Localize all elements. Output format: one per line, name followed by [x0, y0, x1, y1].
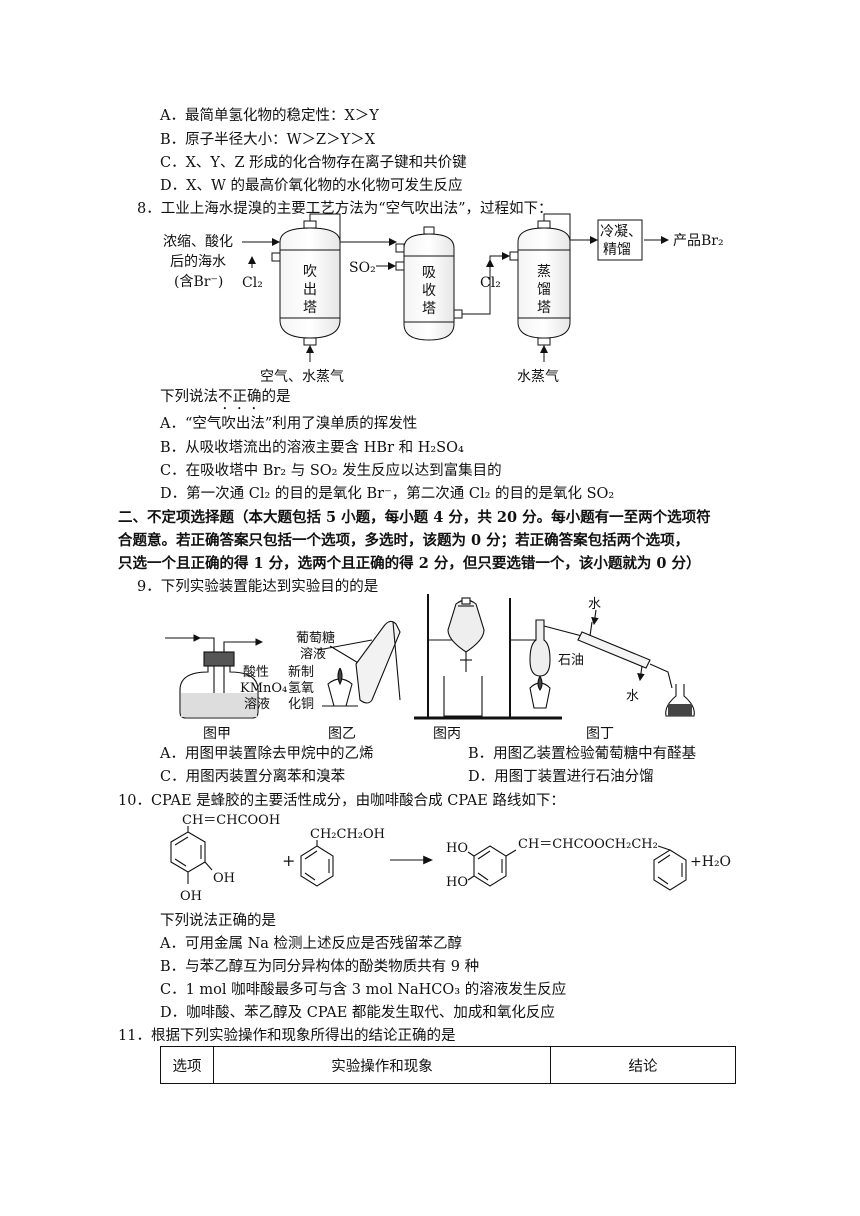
- tower3-char-1: 蒸: [537, 264, 551, 280]
- chlorine-label-2: Cl₂: [480, 275, 501, 291]
- jia-caption: 图甲: [203, 726, 231, 742]
- condenser-box: [597, 219, 643, 261]
- q9-stem: 9．下列实验装置能达到实验目的的是: [137, 579, 379, 595]
- cpae-ho-2: HO: [446, 875, 468, 890]
- steam-label: 水蒸气: [517, 369, 559, 385]
- q8-option-b: B．从吸收塔流出的溶液主要含 HBr 和 H₂SO₄: [160, 440, 464, 456]
- q8-option-a: A．“空气吹出法”利用了溴单质的挥发性: [160, 416, 418, 432]
- q8-prompt-pre: 下列说法: [160, 389, 218, 405]
- table-header-option: 选项: [160, 1046, 214, 1084]
- product-label: 产品Br₂: [673, 233, 724, 249]
- q10-option-c: C．1 mol 咖啡酸最多可与含 3 mol NaHCO₃ 的溶液发生反应: [160, 982, 567, 998]
- table-header-conclusion: 结论: [550, 1046, 736, 1084]
- q10-option-a: A．可用金属 Na 检测上述反应是否残留苯乙醇: [160, 936, 463, 952]
- air-steam-label: 空气、水蒸气: [260, 369, 344, 385]
- section2-line-1: 二、不定项选择题（本大题包括 5 小题，每小题 4 分，共 20 分。每小题有一…: [118, 509, 711, 526]
- yi-label-2: 溶液: [300, 647, 326, 662]
- jia-label-1: 酸性: [243, 665, 269, 680]
- so2-label: SO₂: [349, 260, 376, 276]
- tower3-char-2: 馏: [537, 282, 551, 298]
- caffeic-acid-side-chain: CH＝CHCOOH: [182, 813, 280, 828]
- table-header-row: 选项 实验操作和现象 结论: [160, 1046, 736, 1084]
- cpae-ho-1: HO: [446, 841, 468, 856]
- caffeic-acid-ring: [170, 831, 206, 873]
- feed-label-3: (含Br⁻): [174, 274, 223, 290]
- q10-option-b: B．与苯乙醇互为同分异构体的酚类物质共有 9 种: [160, 959, 480, 975]
- q9-option-d: D．用图丁装置进行石油分馏: [468, 769, 654, 785]
- condenser-label-1: 冷凝、: [600, 224, 642, 240]
- yi-label-1: 葡萄糖: [296, 630, 335, 646]
- caffeic-acid-oh-4: OH: [180, 889, 202, 904]
- absorption-tower: [403, 233, 455, 341]
- phenylethanol-ring: [300, 845, 334, 887]
- cpae-ester-chain: CH＝CHCOOCH₂CH₂: [518, 837, 658, 852]
- condenser-label-2: 精馏: [603, 242, 631, 258]
- lab-apparatus-figures: 酸性 KMnO₄ 溶液 葡萄糖 溶液 新制 氢氧 化铜 水 石油 水 图甲 图乙…: [165, 594, 695, 742]
- q7-option-c: C．X、Y、Z 形成的化合物存在离子键和共价键: [160, 155, 467, 171]
- blow-out-tower: [279, 227, 341, 339]
- bing-caption: 图丙: [433, 726, 461, 742]
- q7-option-b: B．原子半径大小：W＞Z＞Y＞X: [160, 132, 376, 148]
- water-product: +H₂O: [690, 854, 731, 870]
- chlorine-label-1: Cl₂: [242, 275, 263, 291]
- q9-option-c: C．用图丙装置分离苯和溴苯: [160, 769, 346, 785]
- q9-option-a: A．用图甲装置除去甲烷中的乙烯: [160, 746, 374, 762]
- cpae-phenyl-ring: [653, 849, 687, 891]
- q8-option-c: C．在吸收塔中 Br₂ 与 SO₂ 发生反应以达到富集目的: [160, 463, 502, 479]
- q10-option-d: D．咖啡酸、苯乙醇及 CPAE 都能发生取代、加成和氧化反应: [160, 1005, 555, 1021]
- q10-prompt: 下列说法正确的是: [160, 913, 276, 929]
- bromine-extraction-flow-diagram: 浓缩、酸化 后的海水 (含Br⁻) Cl₂ 吹 出 塔 空气、水蒸气 SO₂ 吸…: [163, 213, 724, 385]
- yi-label-3: 新制: [288, 664, 314, 680]
- q8-prompt: 下列说法不正确的是: [160, 387, 291, 413]
- q7-option-d: D．X、W 的最高价氧化物的水化物可发生反应: [160, 178, 463, 194]
- yi-caption: 图乙: [328, 726, 356, 742]
- jia-label-3: 溶液: [244, 697, 270, 712]
- feed-label-1: 浓缩、酸化: [163, 234, 233, 250]
- plus-sign: +: [282, 851, 295, 870]
- q8-option-d: D．第一次通 Cl₂ 的目的是氧化 Br⁻，第二次通 Cl₂ 的目的是氧化 SO…: [160, 486, 615, 502]
- phenylethanol-side-chain: CH₂CH₂OH: [310, 827, 385, 842]
- table-header-operation: 实验操作和现象: [213, 1046, 551, 1084]
- ding-water-out: 水: [626, 689, 639, 704]
- section2-line-2: 合题意。若正确答案只包括一个选项，多选时，该题为 0 分；若正确答案包括两个选项…: [118, 532, 690, 549]
- tower1-char-2: 出: [303, 282, 317, 298]
- q10-stem: 10．CPAE 是蜂胶的主要活性成分，由咖啡酸合成 CPAE 路线如下：: [118, 793, 565, 809]
- yi-label-4: 氢氧: [288, 681, 314, 696]
- tower2-char-3: 塔: [422, 301, 436, 317]
- tower2-char-2: 收: [422, 283, 436, 299]
- cpae-catechol-ring: [473, 845, 507, 887]
- feed-label-2: 后的海水: [170, 254, 226, 270]
- tower1-char-3: 塔: [303, 300, 317, 316]
- jia-label-2: KMnO₄: [240, 681, 287, 696]
- q11-stem: 11．根据下列实验操作和现象所得出的结论正确的是: [118, 1028, 456, 1044]
- q8-prompt-post: 的是: [261, 389, 291, 405]
- section2-line-3: 只选一个且正确的得 1 分，选两个且正确的得 2 分，但只要选错一个，该小题就为…: [118, 555, 701, 572]
- ding-water-in: 水: [588, 597, 601, 612]
- tower3-char-3: 塔: [537, 300, 551, 316]
- tower1-char-1: 吹: [303, 264, 317, 280]
- distillation-tower: [517, 227, 571, 339]
- q8-prompt-emphasis: 不正确: [218, 389, 262, 405]
- q8-stem: 8．工业上海水提溴的主要工艺方法为“空气吹出法”，过程如下：: [137, 201, 553, 217]
- ding-oil-label: 石油: [558, 653, 584, 668]
- q7-option-a: A．最简单氢化物的稳定性：X＞Y: [160, 108, 379, 124]
- yi-label-5: 化铜: [288, 697, 314, 712]
- tower2-char-1: 吸: [422, 265, 436, 281]
- q11-table: 选项 实验操作和现象 结论: [160, 1046, 736, 1084]
- caffeic-acid-oh-3: OH: [213, 871, 235, 886]
- q9-option-b: B．用图乙装置检验葡萄糖中有醛基: [468, 746, 697, 762]
- cpae-synthesis-scheme: CH＝CHCOOH OH OH + CH₂CH₂OH HO HO CH＝CHCO…: [170, 813, 731, 904]
- ding-caption: 图丁: [586, 726, 614, 742]
